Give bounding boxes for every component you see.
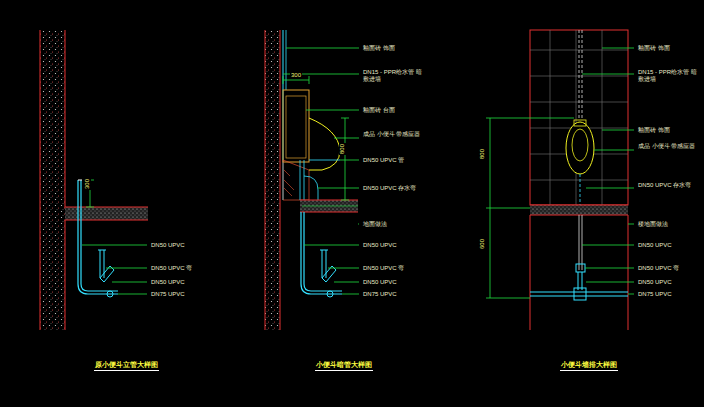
material-note: 釉面砖 饰面 bbox=[637, 127, 671, 134]
pipe-label: DN50 UPVC bbox=[637, 279, 673, 286]
pipe-label: DN50 UPVC bbox=[150, 279, 186, 286]
material-note: DN15 - PPR给水管 暗敷进墙 bbox=[362, 69, 424, 83]
material-note: 地面做法 bbox=[362, 221, 388, 228]
pipe-label: DN75 UPVC bbox=[150, 291, 186, 298]
drawing-title: 小便斗暗管大样图 bbox=[315, 361, 373, 371]
dimension: 800 bbox=[479, 148, 486, 160]
pipe-label: DN50 UPVC 存水弯 bbox=[637, 182, 692, 189]
pipe-label: DN75 UPVC bbox=[362, 291, 398, 298]
material-note: 釉面砖 台面 bbox=[362, 107, 396, 114]
material-note: DN15 - PPR给水管 暗敷进墙 bbox=[637, 69, 699, 83]
pipe-label: DN50 UPVC 存水弯 bbox=[362, 185, 417, 192]
pipe-label: DN50 UPVC bbox=[362, 242, 398, 249]
left-detail bbox=[40, 30, 148, 330]
dimension: 300 bbox=[290, 72, 302, 79]
dimension: 800 bbox=[339, 143, 346, 155]
pipe-label: DN75 UPVC bbox=[637, 291, 673, 298]
material-note: 釉面砖 饰面 bbox=[637, 45, 671, 52]
pipe-label: DN50 UPVC bbox=[150, 242, 186, 249]
right-detail bbox=[486, 30, 634, 330]
pipe-label: DN50 UPVC bbox=[362, 279, 398, 286]
material-note: 楼地面做法 bbox=[637, 221, 669, 228]
material-note: 成品 小便斗 带感应器 bbox=[637, 143, 696, 150]
pipe-label: DN50 UPVC 管 bbox=[362, 157, 405, 164]
pipe-label: DN50 UPVC 弯 bbox=[362, 265, 405, 272]
dimension: 300 bbox=[84, 178, 91, 190]
material-note: 成品 小便斗 带感应器 bbox=[362, 131, 421, 138]
pipe-label: DN50 UPVC bbox=[637, 242, 673, 249]
pipe-label: DN50 UPVC 弯 bbox=[637, 265, 680, 272]
drawing-title: 小便斗墙排大样图 bbox=[560, 361, 618, 371]
material-note: 釉面砖 饰面 bbox=[362, 45, 396, 52]
pipe-label: DN50 UPVC 弯 bbox=[150, 265, 193, 272]
middle-detail bbox=[265, 30, 359, 330]
dimension: 600 bbox=[479, 238, 486, 250]
drawing-title: 原小便斗立管大样图 bbox=[94, 361, 159, 371]
